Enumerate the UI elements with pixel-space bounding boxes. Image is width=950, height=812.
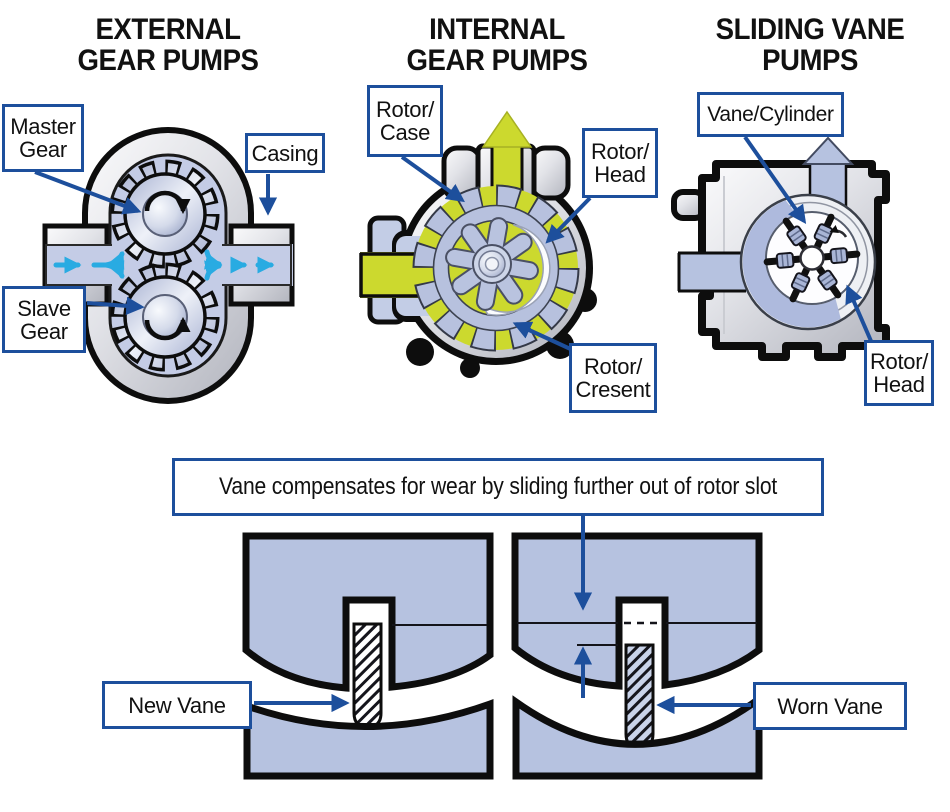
external-gear-pump-art <box>42 127 295 404</box>
inner-rotor <box>445 217 539 311</box>
rotor-head-vane-arrow <box>845 284 873 342</box>
rotation-arrow-cw <box>144 190 191 215</box>
rotation-arrow-ccw <box>144 316 191 341</box>
rotor-cresent-arrow <box>512 321 578 354</box>
panel-title-external: EXTERNAL GEAR PUMPS <box>77 13 259 77</box>
vane-rotor <box>763 213 861 303</box>
label-new-vane: New Vane <box>102 681 252 729</box>
wear-caption-box: Vane compensates for wear by sliding fur… <box>172 458 824 516</box>
flow-arrows <box>53 249 275 281</box>
slave-gear <box>110 262 220 372</box>
callout-arrows <box>34 135 873 715</box>
outer-rotor-ring <box>433 205 559 331</box>
panel-title-sliding: SLIDING VANE PUMPS <box>715 13 905 77</box>
wear-caption-text: Vane compensates for wear by sliding fur… <box>218 473 778 500</box>
label-worn-vane: Worn Vane <box>753 682 907 730</box>
sliding-vane-pump-art <box>671 136 890 361</box>
master-gear-arrow <box>34 170 142 215</box>
rotor-head-internal-arrow <box>545 196 592 244</box>
label-master-gear: Master Gear <box>2 104 84 172</box>
panel-title-internal: INTERNAL GEAR PUMPS <box>406 13 588 77</box>
label-casing: Casing <box>245 133 325 173</box>
label-rotor-head-vane: Rotor/ Head <box>864 340 934 406</box>
inlet-duct <box>678 252 748 292</box>
crescent <box>481 223 551 316</box>
worn-vane <box>624 643 655 750</box>
slave-gear-arrow <box>86 296 145 316</box>
label-rotor-cresent: Rotor/ Cresent <box>569 343 657 413</box>
label-rotor-case: Rotor/ Case <box>367 85 443 157</box>
rotor-shaft <box>799 245 825 271</box>
new-vane-rotor-block <box>242 532 494 692</box>
internal-gear-pump-art <box>359 110 597 378</box>
label-rotor-head-internal: Rotor/ Head <box>582 128 658 198</box>
label-slave-gear: Slave Gear <box>2 286 86 353</box>
wear-diagram-art <box>242 532 763 780</box>
discharge-arrow <box>481 110 533 148</box>
fluid-crescent <box>742 200 841 328</box>
rotation-arrow <box>829 225 848 238</box>
rotor-case-arrow <box>400 155 465 203</box>
vanes <box>763 213 861 303</box>
new-vane <box>352 622 383 729</box>
discharge-arrow <box>801 136 855 165</box>
master-gear <box>110 159 220 269</box>
vane-cylinder-arrow <box>743 135 807 225</box>
new-vane-casing-block <box>243 699 494 780</box>
label-vane-cylinder: Vane/Cylinder <box>697 92 844 137</box>
